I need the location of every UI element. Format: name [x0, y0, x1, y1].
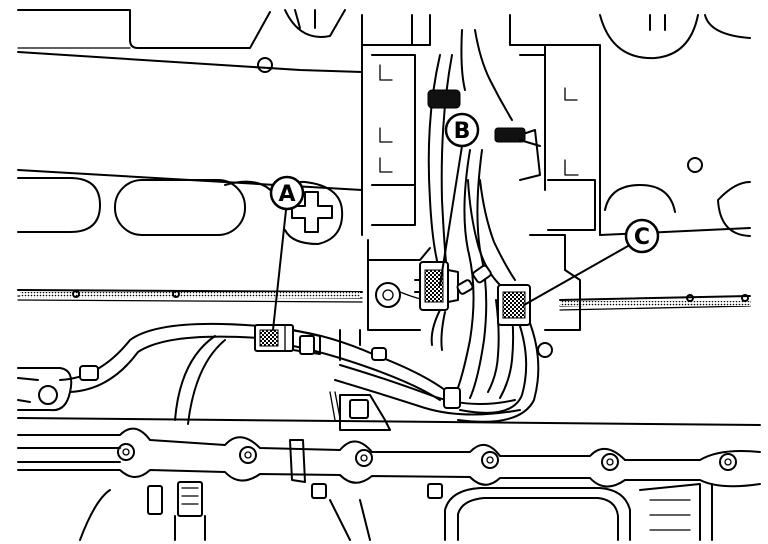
wire-clips: [299, 264, 492, 409]
callout-a: A: [269, 175, 305, 211]
upper-body-panel: [17, 9, 363, 303]
callout-b-label: B: [454, 119, 471, 144]
bottom-components: [79, 481, 713, 541]
wire-harness: [59, 29, 540, 425]
connector-b: [414, 261, 459, 311]
callout-b: B: [444, 112, 480, 148]
panel-oval-cutouts: [17, 177, 276, 236]
callout-c: C: [624, 218, 660, 254]
upper-harness-connector: [427, 89, 541, 147]
lower-frame-rail: [17, 417, 761, 488]
connector-c: [497, 284, 531, 326]
callout-leaders: [272, 145, 629, 331]
callout-c-label: C: [634, 225, 650, 250]
left-harness-end: [17, 365, 99, 412]
center-module: [361, 14, 601, 236]
right-panel: [559, 14, 751, 311]
bracket-assembly: [339, 234, 581, 361]
callout-a-label: A: [278, 182, 295, 207]
lower-bracket: [329, 391, 391, 431]
